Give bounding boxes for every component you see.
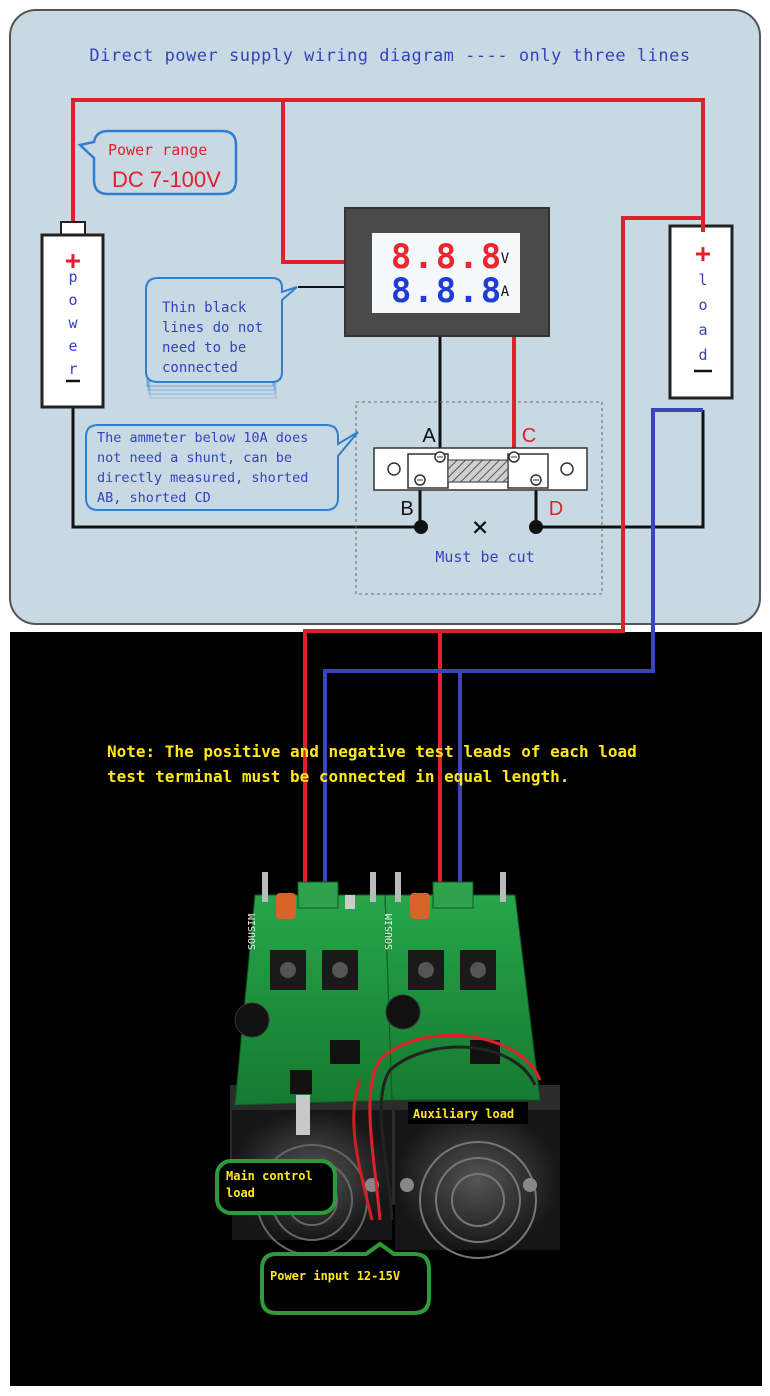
terminal-label-d: D [549,498,563,520]
board-brand: SOUSIM [247,914,258,950]
shunt-area-outline [355,401,603,595]
power-input-label: Power input 12-15V [270,1269,400,1283]
diagram-title: Direct power supply wiring diagram ---- … [89,46,690,66]
board-brand: SOUSIM [384,914,395,950]
ammeter-note-line: not need a shunt, can be [97,450,292,466]
ammeter-note-line: AB, shorted CD [97,490,211,506]
blue-wires-long [323,408,703,884]
thin-lines-note-line: lines do not [162,320,263,336]
load-block: + l o a d [668,224,734,400]
cut-mark: × [472,510,489,543]
auxiliary-load-callout: Auxiliary load [408,1102,528,1124]
power-letter: w [68,314,78,332]
power-source-block: + p o w e r [40,221,105,409]
power-input-callout: Power input 12-15V [260,1241,431,1315]
load-letter: d [698,346,707,364]
ammeter-callout: The ammeter below 10A does not need a sh… [85,424,359,511]
load-letter: l [698,271,707,289]
red-wires-top [71,98,705,457]
power-cable [352,1033,542,1221]
thin-lines-note-line: need to be [162,340,246,356]
auxiliary-load-label: Auxiliary load [413,1107,514,1121]
load-letter: a [698,321,707,339]
power-range-callout: Power range DC 7-100V [77,129,238,196]
power-letter: e [68,337,77,355]
cut-text: Must be cut [435,548,534,566]
main-control-label: Main control [226,1169,313,1183]
note-line: Note: The positive and negative test lea… [107,742,637,761]
terminal-label-c: C [522,425,536,447]
power-range-value: DC 7-100V [112,167,221,192]
thin-lines-note-line: connected [162,360,238,376]
current-display: 8.8.8 [391,271,503,311]
terminal-label-a: A [422,425,436,447]
power-letter: r [68,360,77,378]
thin-lines-note-line: Thin black [162,300,247,316]
ammeter-note-line: directly measured, shorted [97,470,308,486]
power-range-label: Power range [108,141,207,159]
main-control-label: load [226,1186,255,1200]
voltage-display: 8.8.8 [391,237,503,277]
thin-lines-callout: Thin black lines do not need to be conne… [145,277,298,399]
load-plus-sign: + [695,239,711,269]
red-wires-long [303,216,705,884]
power-letter: p [68,268,77,286]
shunt-resistor [373,447,588,534]
current-unit: A [501,284,510,300]
power-plus-sign: + [65,246,81,276]
terminal-label-b: B [400,498,413,520]
ammeter-note-line: The ammeter below 10A does [97,430,308,446]
note-line: test terminal must be connected in equal… [107,767,569,786]
power-letter: o [68,291,77,309]
load-board-left: SOUSIM [234,872,393,1135]
voltage-unit: V [501,251,510,267]
load-board-right: SOUSIM [384,872,541,1101]
main-control-callout: Main control load [215,1159,337,1215]
load-letter: o [698,296,707,314]
volt-amp-meter: 8.8.8 V 8.8.8 A [344,207,550,337]
